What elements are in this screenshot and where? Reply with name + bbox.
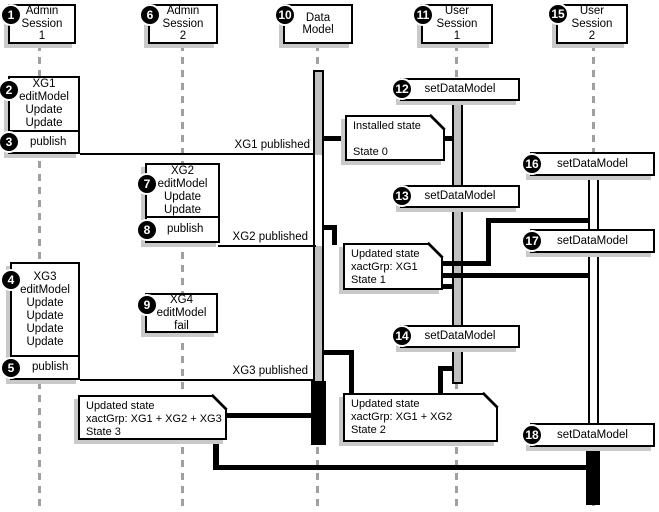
step-3-badge: 3 [0,131,20,153]
header-user-session-1: User Session 1 [421,4,493,44]
step-14-badge: 14 [391,325,413,347]
connector-datamodel-to-state2-h [322,350,354,355]
step-5-badge: 5 [0,357,22,379]
note-updated-state-1: Updated state xactGrp: XG1 State 1 [343,241,444,290]
step-8-badge: 8 [136,219,158,241]
header-admin-session-2-label: Admin Session 2 [162,5,204,43]
step-17-badge: 17 [521,230,543,252]
connector-datamodel-to-state1-h [322,225,337,230]
call-setdatamodel-13: setDataModel [400,185,520,208]
header-admin-session-1-label: Admin Session 1 [21,5,63,43]
connector-datamodel-to-state2-v [349,350,354,395]
note-updated-state-2: Updated state xactGrp: XG1 + XG2 State 2 [343,391,499,442]
step-7-badge: 7 [136,173,158,195]
step-9-badge: 9 [136,294,158,316]
connector-state1-to-user2-b [486,218,590,223]
connector-datamodel-to-state1-v [332,225,337,245]
note-updated-state-3-text: Updated state xactGrp: XG1 + XG2 + XG3 S… [86,400,222,438]
data-model-activation-black [311,381,326,445]
call-xg4-editmodel-fail: XG4 editModel fail [145,293,218,333]
user-session-2-activation-bar [588,176,599,447]
message-line-xg3-published [80,379,314,381]
step-4-badge: 4 [0,269,22,291]
connector-state3-to-user2-v [213,438,219,470]
call-setdatamodel-17: setDataModel [530,229,655,253]
header-data-model-label: Data Model [302,11,334,37]
step-15-badge: 15 [547,3,569,25]
step-6-badge: 6 [139,4,161,26]
data-model-activation-gray-bottom [315,246,322,381]
connector-state1-to-user2-lower [441,273,590,278]
step-11-badge: 11 [412,4,434,26]
connector-user1-to-state2-h [438,366,454,371]
call-xg1-publish: publish [8,130,80,154]
note-updated-state-3: Updated state xactGrp: XG1 + XG2 + XG3 S… [78,393,228,440]
step-1-badge: 1 [0,4,22,26]
step-16-badge: 16 [521,153,543,175]
connector-user1-to-state2-v [438,366,443,395]
note-updated-state-1-text: Updated state xactGrp: XG1 State 1 [351,248,420,286]
call-xg2-publish: publish [145,216,220,243]
lifeline-admin-session-2 [181,44,184,506]
note-installed-state-0-text: Installed state State 0 [353,120,421,158]
step-12-badge: 12 [391,78,413,100]
connector-state3-to-user2-h [213,465,590,470]
connector-state1-to-user1-stub [441,284,454,289]
call-setdatamodel-16: setDataModel [530,152,655,176]
call-setdatamodel-12: setDataModel [400,78,520,101]
header-admin-session-2: Admin Session 2 [148,4,218,44]
message-label-xg3-published: XG3 published [232,365,308,377]
message-line-xg1-published [80,153,314,155]
connector-state1-to-user2-a [441,261,491,266]
note-installed-state-0: Installed state State 0 [345,113,446,161]
call-xg2-editmodel: XG2 editModel Update Update [145,163,220,218]
note-updated-state-2-text: Updated state xactGrp: XG1 + XG2 State 2 [351,398,453,436]
step-13-badge: 13 [391,185,413,207]
data-model-activation-gray-top [315,72,322,155]
header-user-session-1-label: User Session 1 [436,5,478,43]
message-label-xg2-published: XG2 published [232,231,308,243]
step-18-badge: 18 [521,424,543,446]
header-user-session-2-label: User Session 2 [571,5,613,43]
step-2-badge: 2 [0,79,20,101]
user-session-1-activation-bar [452,100,463,384]
connector-state3-to-datamodel [225,413,315,418]
message-line-xg2-published [218,245,316,247]
user-session-2-activation-black [586,447,600,505]
message-label-xg1-published: XG1 published [234,139,310,151]
call-setdatamodel-18: setDataModel [530,423,655,447]
header-admin-session-1: Admin Session 1 [8,4,76,44]
call-xg3-editmodel: XG3 editModel Update Update Update Updat… [10,262,80,357]
call-setdatamodel-14: setDataModel [400,325,520,348]
connector-state1-to-user2-riser [486,218,491,266]
step-10-badge: 10 [274,4,296,26]
call-xg1-editmodel: XG1 editModel Update Update [8,76,80,132]
